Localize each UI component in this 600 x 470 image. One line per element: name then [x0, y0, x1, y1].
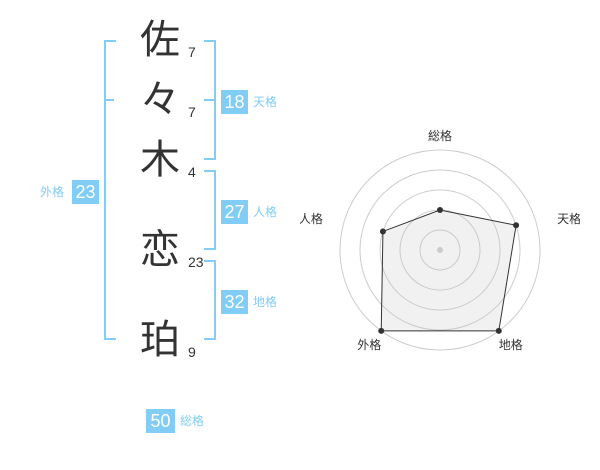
name-char: 木: [140, 137, 180, 183]
radar-ring: [379, 189, 501, 311]
radar-axis-label: 総格: [428, 128, 452, 143]
tenkaku-label: 天格: [253, 95, 278, 109]
radar-area: [380, 209, 517, 332]
name-char: 佐: [140, 17, 180, 63]
tenkaku-bracket: [204, 40, 216, 160]
gaikaku-label: 外格: [40, 185, 65, 199]
jinkaku-bracket: [204, 170, 216, 250]
radar-ring: [359, 169, 521, 331]
radar-axis-label: 外格: [357, 337, 381, 352]
soukaku-label: 総格: [180, 414, 205, 428]
bracket-tick: [204, 99, 214, 101]
stroke-count: 23: [188, 254, 204, 270]
name-char: 々: [140, 77, 180, 123]
chikaku-label: 地格: [253, 295, 278, 309]
stroke-count: 4: [188, 164, 196, 180]
bracket-tick: [104, 99, 114, 101]
name-char: 恋: [140, 227, 180, 273]
radar-point: [379, 228, 386, 235]
radar-point: [378, 327, 385, 334]
gaikaku-bracket: [104, 40, 116, 340]
stroke-count: 9: [188, 344, 196, 360]
stroke-count: 7: [188, 44, 196, 60]
radar-axis-label: 天格: [557, 211, 580, 226]
radar-axis-label: 人格: [300, 211, 323, 226]
jinkaku-label: 人格: [253, 205, 278, 219]
radar-center: [437, 247, 443, 253]
stroke-count: 7: [188, 104, 196, 120]
chikaku-value: 32: [221, 290, 248, 314]
radar-point: [437, 207, 443, 213]
radar-point: [495, 327, 502, 334]
name-char: 珀: [140, 317, 180, 363]
radar-ring: [339, 149, 541, 351]
radar-point: [513, 222, 520, 229]
radar-axis-label: 地格: [499, 337, 523, 352]
gaikaku-value: 23: [72, 180, 99, 204]
chikaku-bracket: [204, 260, 216, 340]
soukaku-value: 50: [146, 409, 175, 433]
radar-ring: [419, 229, 461, 271]
jinkaku-value: 27: [221, 200, 248, 224]
tenkaku-value: 18: [221, 90, 248, 114]
